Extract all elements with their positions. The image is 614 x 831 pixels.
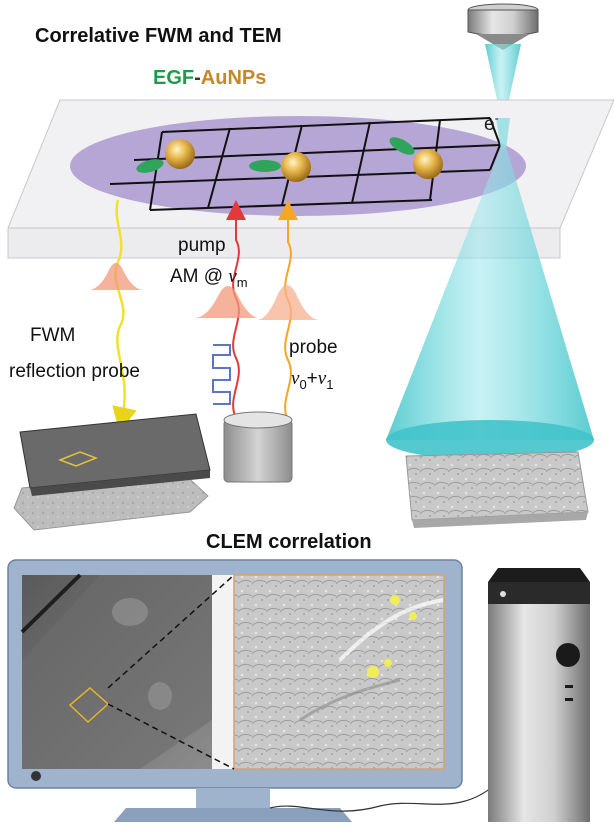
reflection-probe-label: reflection probe — [9, 361, 140, 382]
fwm-sample-plate — [13, 413, 211, 531]
title-bottom: CLEM correlation — [206, 531, 372, 553]
tem-sample-plate — [405, 451, 589, 528]
fwm-beam — [112, 199, 137, 433]
tower-light-icon — [500, 591, 506, 597]
objective-lens — [223, 411, 293, 483]
screen-overview-image — [20, 573, 212, 769]
probe-freq-label: ν0+ν1 — [291, 368, 333, 392]
am-modulation — [212, 344, 231, 405]
zoom-line-bottom — [107, 703, 235, 770]
egf-aunp-conjugates — [136, 137, 443, 182]
pump-beam — [226, 200, 246, 419]
screen-zoom-image — [233, 574, 445, 770]
tem-grid — [109, 117, 502, 211]
power-button-icon[interactable] — [31, 771, 41, 781]
probe-beam — [278, 200, 298, 421]
electron-label: e- — [484, 111, 499, 135]
zoom-line-top — [107, 574, 235, 689]
pump-label: pump — [178, 235, 226, 256]
egf-label: EGF — [153, 67, 194, 89]
pump-am-label: AM @ νm — [170, 266, 248, 290]
tower-power-button-icon[interactable] — [556, 643, 580, 667]
title-top: Correlative FWM and TEM — [35, 25, 282, 47]
cable — [269, 779, 501, 812]
electron-beam-lower — [386, 150, 594, 440]
tem-lens — [467, 3, 539, 50]
egf-aunps-label: EGF-AuNPs — [153, 67, 266, 89]
computer-tower — [488, 568, 590, 822]
dash-label: - — [194, 67, 201, 89]
fwm-pulse — [90, 263, 142, 290]
beam-footprint — [386, 420, 594, 460]
probe-pulse — [258, 285, 318, 320]
electron-beam-upper — [485, 44, 521, 118]
fwm-label: FWM — [30, 325, 75, 346]
aunps-label: AuNPs — [201, 67, 267, 89]
pump-pulse — [196, 286, 258, 318]
probe-label: probe — [289, 337, 338, 358]
